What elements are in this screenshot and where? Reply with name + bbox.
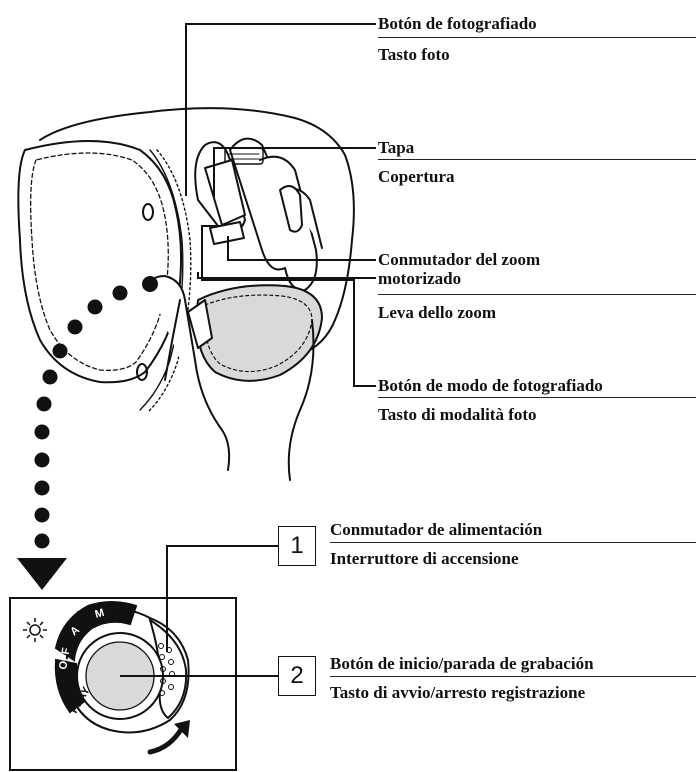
step-1-label-es: Conmutador de alimentación [330,520,542,539]
step-2-number: 2 [278,656,316,696]
shutter-rule [378,37,696,38]
shutter-label-it: Tasto foto [378,45,450,64]
cover-label-es: Tapa [378,138,414,157]
shutter-label-es: Botón de fotografiado [378,14,537,33]
camcorder-left-panel [18,141,181,382]
snapshot-mode-label-it: Tasto di modalità foto [378,405,537,424]
step-2-label-it: Tasto di avvio/arresto registrazione [330,683,585,702]
zoom-label-it: Leva dello zoom [378,303,496,322]
zoom-label-es-1: Conmutador del zoom [378,250,540,269]
down-arrow-icon [17,558,67,590]
hand-strap [197,285,322,381]
snapshot-mode-label-es: Botón de modo de fotografiado [378,376,603,395]
step-2-label-es: Botón de inicio/parada de grabación [330,654,594,673]
step-1-number: 1 [278,526,316,566]
step-1-label-it: Interruttore di accensione [330,549,519,568]
zoom-rule [378,294,696,295]
step-2-rule [330,676,696,677]
zoom-label-es-2: motorizado [378,269,461,288]
snapshot-mode-rule [378,397,696,398]
cover-rule [378,159,696,160]
cover-label-it: Copertura [378,167,454,186]
step-1-rule [330,542,696,543]
